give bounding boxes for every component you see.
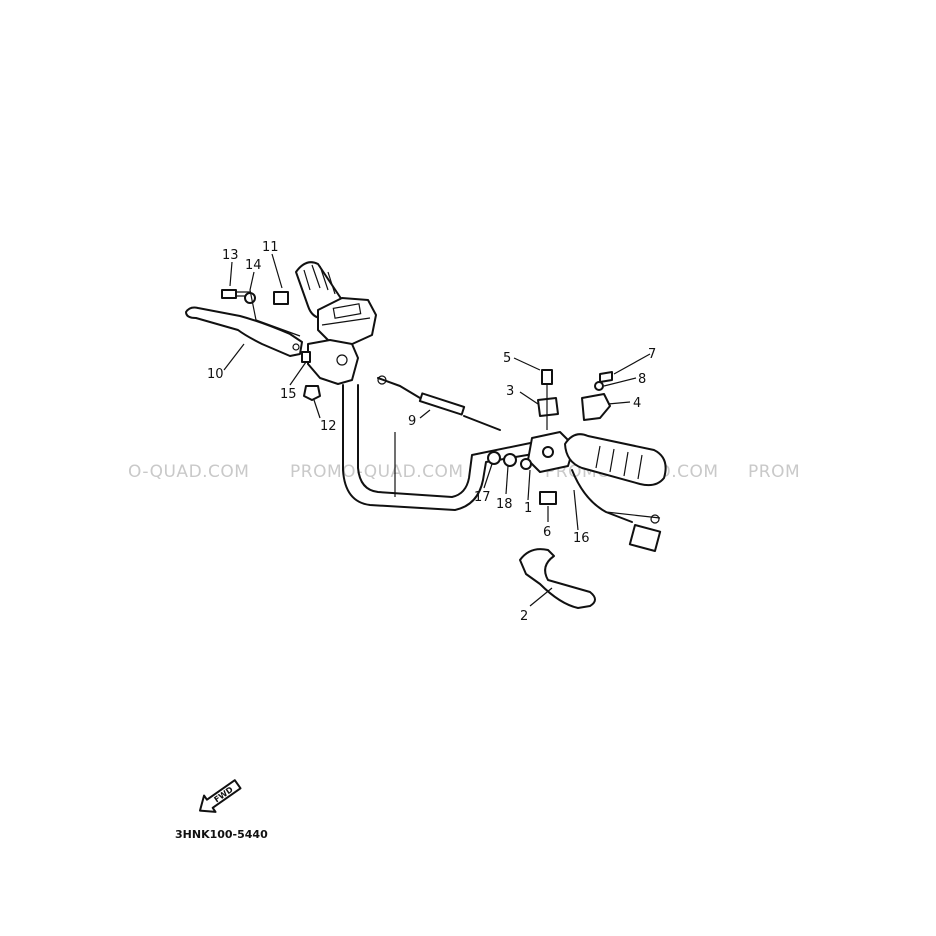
watermark-1: O-QUAD.COM (128, 462, 249, 482)
right-top-parts (537, 369, 613, 430)
part-code: 3HNK100-5440 (175, 828, 268, 841)
callout-1: 1 (524, 501, 532, 516)
cable-assembly (377, 375, 501, 431)
callout-17: 17 (474, 490, 491, 505)
callout-2: 2 (520, 609, 528, 624)
switch-wire (571, 469, 662, 553)
callout-5: 5 (503, 351, 511, 366)
right-throttle-housing (527, 431, 575, 473)
callout-6: 6 (543, 525, 551, 540)
left-lever (185, 306, 303, 357)
callout-11: 11 (262, 240, 279, 255)
left-fasteners (221, 289, 321, 401)
fwd-arrow: FWD (198, 779, 242, 813)
watermark-2: PROMO-QUAD.COM (290, 462, 464, 482)
callout-8: 8 (638, 372, 646, 387)
left-switch-housing (317, 297, 377, 346)
callout-13: 13 (222, 248, 239, 263)
right-bottom-nut (539, 491, 557, 505)
callout-10: 10 (207, 367, 224, 382)
callout-4: 4 (633, 396, 641, 411)
watermark-4: PROM (748, 462, 800, 482)
callout-15: 15 (280, 387, 297, 402)
callout-numbers: 1 2 3 4 5 6 7 8 9 10 11 12 13 14 15 16 1… (207, 240, 656, 624)
right-grip (564, 433, 667, 487)
callout-18: 18 (496, 497, 513, 512)
leader-lines (223, 253, 651, 607)
callout-12: 12 (320, 419, 337, 434)
callout-3: 3 (506, 384, 514, 399)
callout-7: 7 (648, 347, 656, 362)
callout-9: 9 (408, 414, 416, 429)
right-lever (519, 548, 596, 609)
callout-14: 14 (245, 258, 262, 273)
washers (487, 451, 532, 470)
watermark-row: O-QUAD.COM PROMO-QUAD.COM PROMO-QUAD.COM… (128, 462, 800, 482)
lever-bracket (307, 339, 359, 385)
handlebar-tube (342, 384, 546, 511)
callout-16: 16 (573, 531, 590, 546)
